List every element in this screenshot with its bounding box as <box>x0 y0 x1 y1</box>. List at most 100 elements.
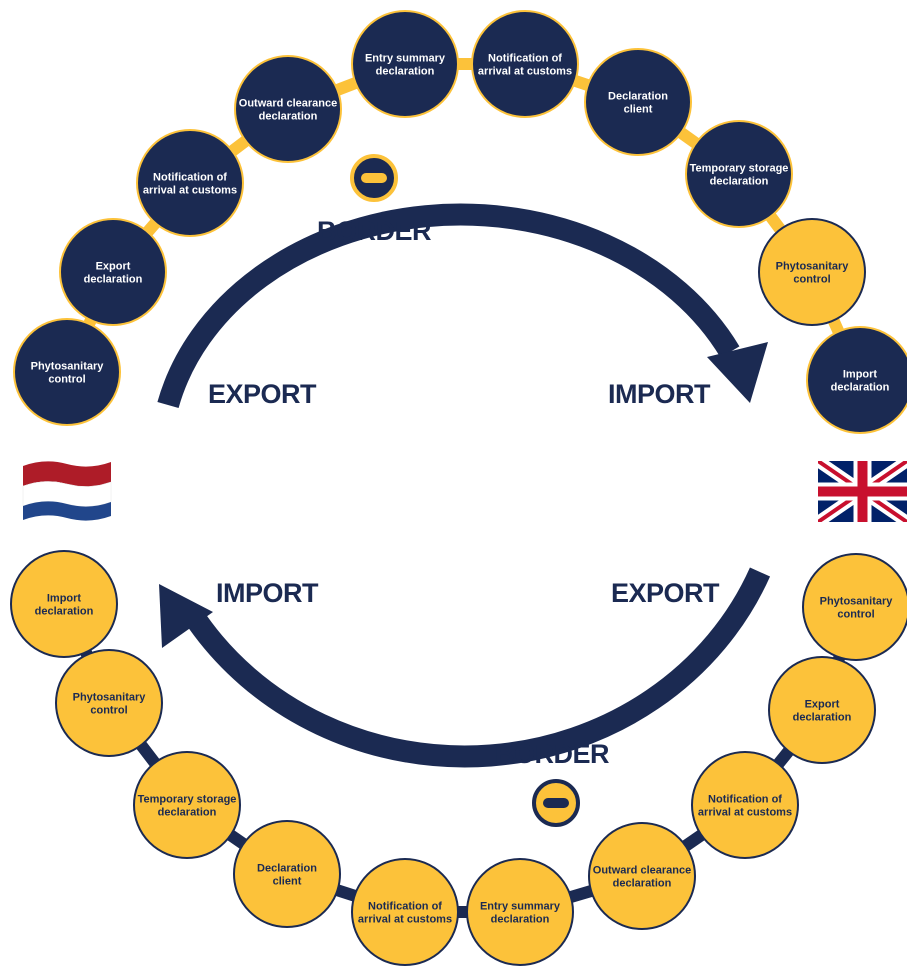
bottom-step-circle <box>55 649 163 757</box>
top-border-marker <box>350 154 398 202</box>
top-step-label-line: Entry summary <box>365 53 446 65</box>
top-flow-arrow <box>157 203 740 408</box>
top-step-track <box>61 58 866 386</box>
top-step-label-line: arrival at customs <box>143 185 237 197</box>
bottom-step-label-line: Notification of <box>368 901 442 913</box>
bottom-step-label-line: Import <box>47 593 82 605</box>
top-step-label-line: Notification of <box>488 53 562 65</box>
top-border-label: BORDER <box>317 216 431 246</box>
top-step-label-line: Declaration <box>608 91 668 103</box>
top-step-label-line: Notification of <box>153 172 227 184</box>
top-step-circle <box>685 120 793 228</box>
top-step-label-line: declaration <box>710 176 769 188</box>
bottom-step-label-line: client <box>273 876 302 888</box>
top-step-circle <box>136 129 244 237</box>
bottom-step-label-line: declaration <box>35 606 94 618</box>
uk-flag-icon <box>818 461 907 522</box>
top-import-label: IMPORT <box>608 379 711 409</box>
bottom-step-circle <box>233 820 341 928</box>
bottom-step-label-line: declaration <box>158 807 217 819</box>
bottom-border-marker <box>532 779 580 827</box>
bottom-step-label-line: Entry summary <box>480 901 561 913</box>
top-step-circle <box>13 318 121 426</box>
bottom-step-circle <box>466 858 574 966</box>
bottom-step-list: PhytosanitarycontrolExportdeclarationNot… <box>10 550 907 966</box>
bottom-flow-arrow <box>183 567 771 768</box>
top-step-circle <box>806 326 907 434</box>
bottom-border-label: BORDER <box>495 739 609 769</box>
bottom-step-circle <box>351 858 459 966</box>
top-flow-arrowhead <box>707 342 768 403</box>
top-step-label-line: client <box>624 104 653 116</box>
bottom-step-label-line: Export <box>805 699 840 711</box>
bottom-step-label-line: Notification of <box>708 794 782 806</box>
bottom-step-circle <box>802 553 907 661</box>
top-step-label-line: arrival at customs <box>478 66 572 78</box>
bottom-step-label-line: Phytosanitary <box>820 596 894 608</box>
bottom-step-label-line: Outward clearance <box>593 865 691 877</box>
bottom-step-label-line: arrival at customs <box>698 807 792 819</box>
top-step-label-line: Export <box>96 261 131 273</box>
bottom-step-label-line: control <box>90 705 127 717</box>
bottom-export-label: EXPORT <box>611 578 720 608</box>
bottom-step-circle <box>588 822 696 930</box>
top-step-label-line: Phytosanitary <box>31 361 105 373</box>
top-step-list: PhytosanitarycontrolExportdeclarationNot… <box>13 10 907 434</box>
bottom-step-label-line: Phytosanitary <box>73 692 147 704</box>
top-step-label-line: declaration <box>831 382 890 394</box>
top-step-circle <box>471 10 579 118</box>
top-export-label: EXPORT <box>208 379 317 409</box>
top-step-circle <box>351 10 459 118</box>
bottom-step-label-line: Temporary storage <box>138 794 237 806</box>
top-step-label-line: Outward clearance <box>239 98 337 110</box>
bottom-import-label: IMPORT <box>216 578 319 608</box>
top-step-label-line: declaration <box>259 111 318 123</box>
bottom-step-circle <box>691 751 799 859</box>
top-step-label-line: control <box>793 274 830 286</box>
bottom-flow-arrowhead <box>159 584 213 648</box>
bottom-step-label-line: arrival at customs <box>358 914 452 926</box>
bottom-step-label-line: declaration <box>491 914 550 926</box>
bottom-step-label-line: control <box>837 609 874 621</box>
bottom-step-track <box>58 598 862 918</box>
top-step-label-line: Phytosanitary <box>776 261 850 273</box>
top-step-circle <box>59 218 167 326</box>
top-step-label-line: declaration <box>376 66 435 78</box>
top-step-circle <box>234 55 342 163</box>
bottom-step-circle <box>10 550 118 658</box>
top-step-circle <box>584 48 692 156</box>
bottom-step-label-line: declaration <box>613 878 672 890</box>
top-step-label-line: control <box>48 374 85 386</box>
bottom-step-circle <box>133 751 241 859</box>
netherlands-flag-icon <box>22 461 112 521</box>
top-step-circle <box>758 218 866 326</box>
bottom-step-label-line: Declaration <box>257 863 317 875</box>
bottom-step-circle <box>768 656 876 764</box>
top-step-label-line: declaration <box>84 274 143 286</box>
top-step-label-line: Import <box>843 369 878 381</box>
top-step-label-line: Temporary storage <box>690 163 789 175</box>
bottom-step-label-line: declaration <box>793 712 852 724</box>
